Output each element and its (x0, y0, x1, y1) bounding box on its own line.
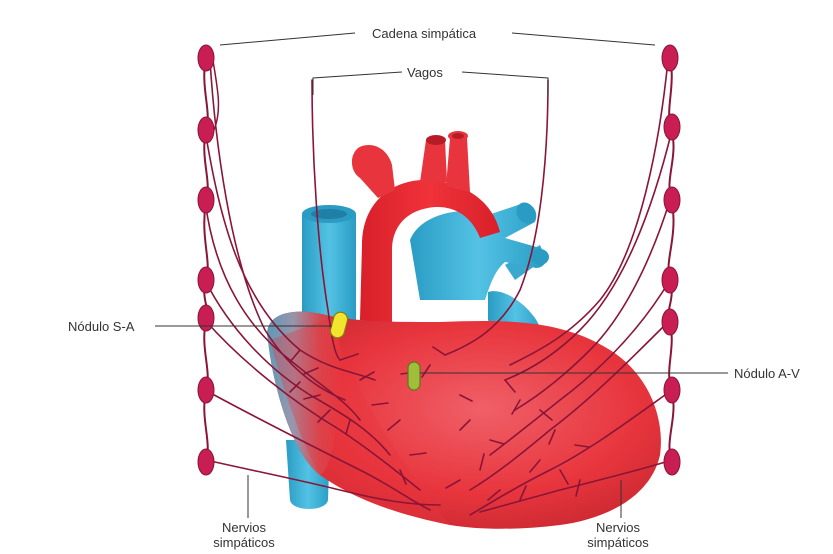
ganglion (662, 267, 678, 293)
label-sympathetic-nerves-left: Nervios simpáticos (213, 520, 274, 550)
label-vagi: Vagos (407, 65, 443, 80)
top-crop-strip (0, 0, 833, 4)
sympathetic-chain-right (662, 45, 680, 475)
label-line: Nervios (213, 520, 274, 535)
ganglion (664, 187, 680, 213)
ganglion (198, 45, 214, 71)
ganglion (198, 377, 214, 403)
label-line: Nervios (587, 520, 648, 535)
ganglion (664, 377, 680, 403)
ganglion (662, 45, 678, 71)
label-line: simpáticos (213, 535, 274, 550)
av-node-shape (408, 362, 420, 390)
ganglion (664, 114, 680, 140)
ganglion (198, 267, 214, 293)
label-sympathetic-nerves-right: Nervios simpáticos (587, 520, 648, 550)
label-av-node: Nódulo A-V (734, 366, 800, 381)
ganglion (198, 117, 214, 143)
label-sympathetic-chain: Cadena simpática (372, 26, 476, 41)
ganglion (198, 449, 214, 475)
label-line: simpáticos (587, 535, 648, 550)
ganglion (664, 449, 680, 475)
label-sa-node: Nódulo S-A (68, 319, 134, 334)
ganglion (198, 187, 214, 213)
ganglion (198, 305, 214, 331)
ganglion (662, 309, 678, 335)
superior-vena-cava (302, 205, 356, 330)
sympathetic-chain-left (198, 45, 218, 475)
